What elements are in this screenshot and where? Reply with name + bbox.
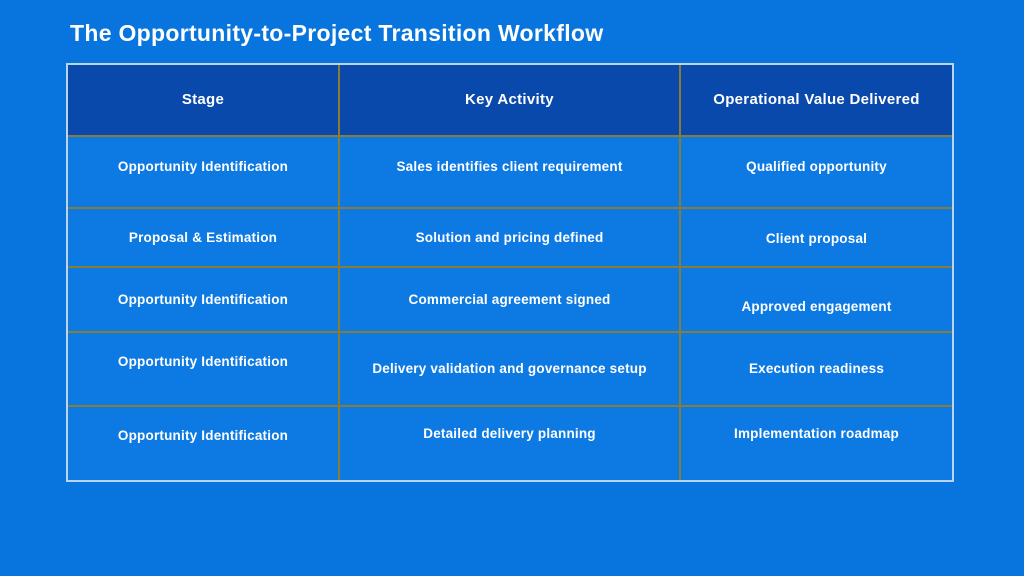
cell-activity: Solution and pricing defined [340,209,681,268]
workflow-table: Stage Key Activity Operational Value Del… [66,63,954,482]
cell-activity: Sales identifies client requirement [340,137,681,209]
cell-stage: Opportunity Identification [68,407,340,480]
cell-value: Client proposal [681,209,952,268]
cell-activity: Delivery validation and governance setup [340,333,681,407]
cell-value: Approved engagement [681,268,952,333]
cell-value: Execution readiness [681,333,952,407]
cell-stage: Proposal & Estimation [68,209,340,268]
cell-stage: Opportunity Identification [68,268,340,333]
cell-stage: Opportunity Identification [68,333,340,407]
cell-stage: Opportunity Identification [68,137,340,209]
cell-value: Implementation roadmap [681,407,952,480]
page-title: The Opportunity-to-Project Transition Wo… [70,20,604,46]
column-header-operational-value: Operational Value Delivered [681,65,952,137]
cell-activity: Commercial agreement signed [340,268,681,333]
column-header-stage: Stage [68,65,340,137]
cell-activity: Detailed delivery planning [340,407,681,480]
cell-value: Qualified opportunity [681,137,952,209]
column-header-key-activity: Key Activity [340,65,681,137]
